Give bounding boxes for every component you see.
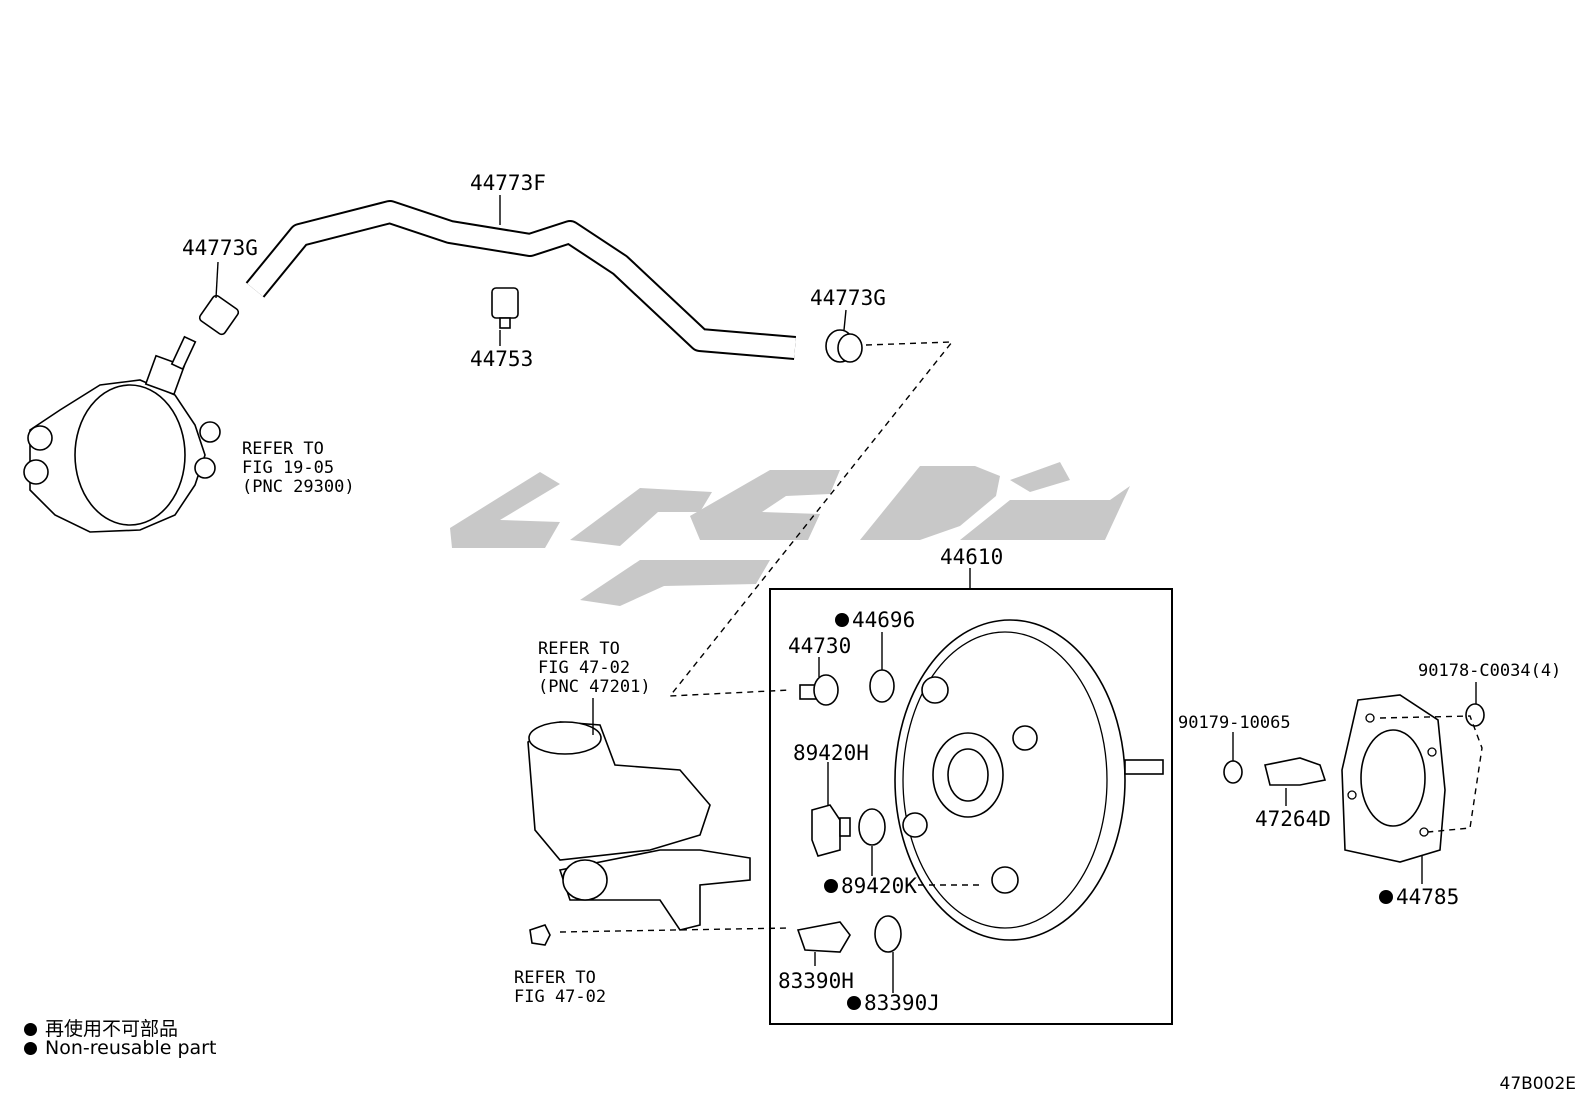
- grommet-83390J: [874, 915, 902, 953]
- label-44785: 44785: [1396, 885, 1459, 909]
- legend-english: Non-reusable part: [24, 1037, 216, 1059]
- dashed-guides: [559, 341, 1483, 933]
- label-90179-10065: 90179-10065: [1178, 713, 1291, 733]
- grommet-44696: [869, 669, 895, 703]
- ref-note-cap: REFER TO FIG 47-02: [514, 968, 606, 1007]
- svg-text:FIG 47-02: FIG 47-02: [514, 987, 606, 1007]
- sensor-83390H: [796, 921, 851, 953]
- label-44773F: 44773F: [470, 171, 546, 195]
- label-89420K: 89420K: [841, 874, 917, 898]
- gasket-44785: [1341, 694, 1446, 863]
- bullet-icon: [24, 1023, 37, 1036]
- ref-note-reservoir: REFER TO FIG 47-02 (PNC 47201): [538, 639, 651, 697]
- bullet-icon: [24, 1042, 37, 1055]
- legend-text-en: Non-reusable part: [45, 1037, 217, 1059]
- grommet-89420K: [858, 808, 886, 846]
- ref-note-pump: REFER TO FIG 19-05 (PNC 29300): [242, 439, 355, 497]
- figure-code: 47B002E: [1499, 1074, 1576, 1094]
- check-valve: [491, 287, 519, 329]
- svg-text:(PNC 29300): (PNC 29300): [242, 477, 355, 497]
- vacuum-pump: [23, 335, 221, 533]
- svg-text:FIG 47-02: FIG 47-02: [538, 658, 630, 678]
- non-reusable-mark: [847, 996, 861, 1010]
- label-83390H: 83390H: [778, 969, 854, 993]
- legend-japanese: 再使用不可部品: [24, 1014, 178, 1041]
- label-90178-C0034: 90178-C0034(4): [1418, 661, 1561, 681]
- booster-assembly-box: [769, 588, 1173, 1025]
- vacuum-hose: [245, 200, 797, 360]
- sensor-89420H: [811, 804, 851, 857]
- nut-90179: [1223, 760, 1243, 784]
- hose-clamp-left: [198, 294, 240, 336]
- svg-text:REFER TO: REFER TO: [514, 968, 596, 988]
- label-44730: 44730: [788, 634, 851, 658]
- clevis-47264D: [1264, 757, 1327, 786]
- leader-lines: [215, 195, 1477, 993]
- label-44610: 44610: [940, 545, 1003, 569]
- non-reusable-mark: [1379, 890, 1393, 904]
- union-44730: [799, 674, 839, 706]
- label-44773G-left: 44773G: [182, 236, 258, 260]
- label-44696: 44696: [852, 608, 915, 632]
- hose-clamp-right: [825, 329, 863, 363]
- label-44773G-right: 44773G: [810, 286, 886, 310]
- label-44753: 44753: [470, 347, 533, 371]
- legend-text-ja: 再使用不可部品: [45, 1018, 179, 1040]
- svg-text:(PNC 47201): (PNC 47201): [538, 677, 651, 697]
- non-reusable-mark: [835, 613, 849, 627]
- nut-90178: [1465, 703, 1485, 727]
- svg-text:REFER TO: REFER TO: [242, 439, 324, 459]
- svg-text:REFER TO: REFER TO: [538, 639, 620, 659]
- svg-text:FIG 19-05: FIG 19-05: [242, 458, 334, 478]
- label-83390J: 83390J: [864, 991, 940, 1015]
- non-reusable-mark: [824, 879, 838, 893]
- watermark-logo: [450, 462, 1130, 606]
- brake-booster: [894, 619, 1164, 941]
- label-89420H: 89420H: [793, 741, 869, 765]
- master-cylinder: [527, 721, 751, 931]
- reservoir-cap: [529, 924, 551, 946]
- label-47264D: 47264D: [1255, 807, 1331, 831]
